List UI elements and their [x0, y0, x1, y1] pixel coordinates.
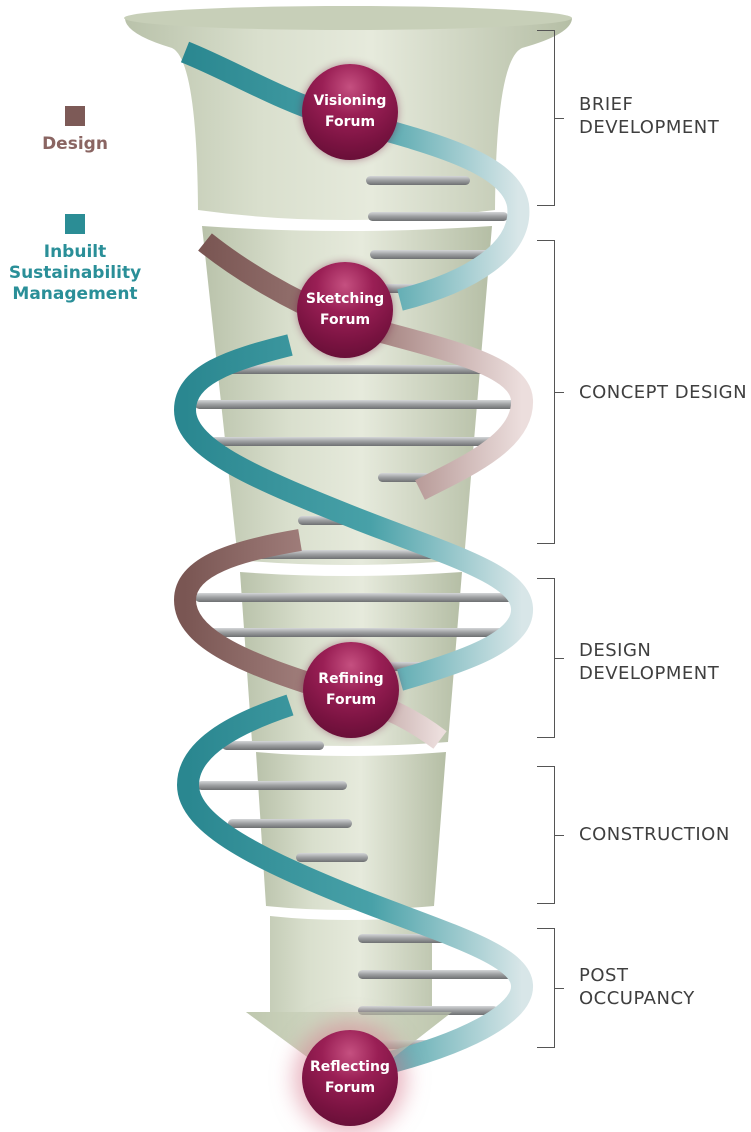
- design-strand-segment: [198, 233, 533, 500]
- rung: [370, 250, 504, 259]
- rung: [205, 628, 505, 637]
- rung: [195, 593, 517, 602]
- rung: [368, 212, 508, 221]
- rung: [358, 970, 512, 979]
- bracket-concept-design: [537, 240, 564, 544]
- legend-isb-label: Inbuilt Sustainability Management: [8, 242, 142, 304]
- design-strand: [173, 233, 533, 749]
- stage-label-brief-development: BRIEF DEVELOPMENT: [579, 94, 720, 138]
- rung: [366, 176, 470, 185]
- forum-refining-label: Refining Forum: [318, 671, 384, 708]
- forum-reflecting: Reflecting Forum: [302, 1030, 398, 1126]
- isb-strand-segment: [173, 334, 533, 691]
- forum-visioning: Visioning Forum: [302, 64, 398, 160]
- legend-inbuilt-sustainability: Inbuilt Sustainability Management: [0, 214, 150, 305]
- rung: [296, 853, 368, 862]
- rung: [228, 819, 352, 828]
- bracket-design-development: [537, 578, 564, 738]
- forum-sketching-label: Sketching Forum: [305, 291, 385, 328]
- rung: [197, 781, 347, 790]
- forum-visioning-label: Visioning Forum: [313, 93, 387, 130]
- legend-design-label: Design: [42, 134, 108, 154]
- stage-label-design-development: DESIGN DEVELOPMENT: [579, 640, 720, 684]
- forum-refining: Refining Forum: [303, 642, 399, 738]
- stage-label-concept-design: CONCEPT DESIGN: [579, 382, 748, 403]
- isb-strand-segment: [176, 694, 533, 1076]
- rung: [195, 400, 517, 409]
- rung: [222, 741, 324, 750]
- stage-label-post-occupancy: POST OCCUPANCY: [579, 965, 695, 1009]
- legend-design: Design: [0, 106, 150, 155]
- rung: [220, 365, 488, 374]
- rung: [210, 437, 506, 446]
- design-strand-segment: [173, 529, 447, 749]
- design-color-swatch: [65, 106, 85, 126]
- isb-color-swatch: [65, 214, 85, 234]
- bracket-brief-development: [537, 30, 564, 206]
- forum-reflecting-label: Reflecting Forum: [310, 1059, 390, 1096]
- isb-strand: [173, 41, 533, 1076]
- funnel-rim: [124, 6, 572, 30]
- bracket-construction: [537, 766, 564, 904]
- bracket-post-occupancy: [537, 928, 564, 1048]
- helix-rungs: [195, 176, 517, 1049]
- forum-sketching: Sketching Forum: [297, 262, 393, 358]
- stage-label-construction: CONSTRUCTION: [579, 824, 730, 845]
- isb-strand-segment: [180, 41, 530, 311]
